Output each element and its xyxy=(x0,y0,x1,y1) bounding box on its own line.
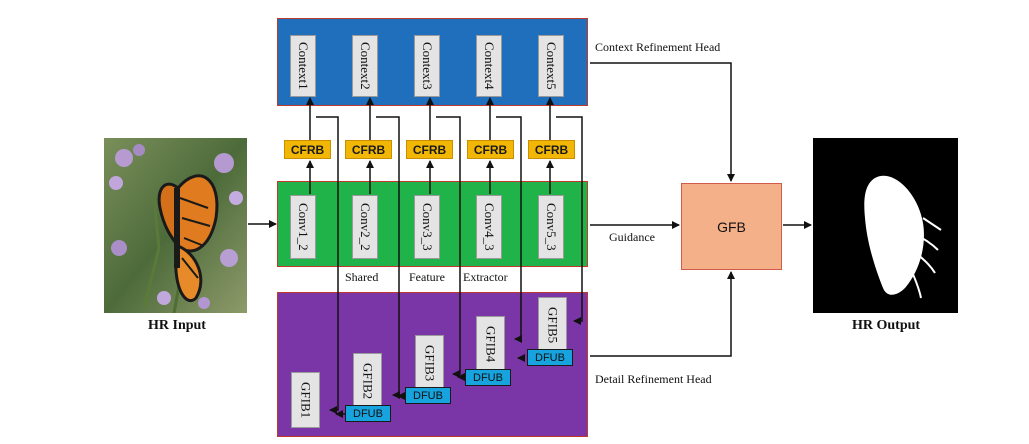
dfub-block-1: DFUB xyxy=(345,405,391,422)
gfib1-label: GFIB1 xyxy=(298,381,314,419)
gfib4-label: GFIB4 xyxy=(483,325,499,363)
hr-input-image xyxy=(104,138,247,314)
conv1-2-label: Conv1_2 xyxy=(296,203,311,251)
context4-block: Context4 xyxy=(476,35,502,97)
context5-label: Context5 xyxy=(544,42,559,90)
context3-block: Context3 xyxy=(414,35,440,97)
gfib4-block: GFIB4 xyxy=(476,316,505,372)
conv5-3-label: Conv5_3 xyxy=(544,203,559,251)
context4-label: Context4 xyxy=(482,42,497,90)
conv2-2-label: Conv2_2 xyxy=(358,203,373,251)
conv3-3-block: Conv3_3 xyxy=(414,195,440,259)
cfrb-block-2: CFRB xyxy=(345,140,392,159)
shared-word: Shared xyxy=(345,270,379,284)
dfub-block-2: DFUB xyxy=(405,387,451,404)
gfib2-label: GFIB2 xyxy=(360,362,376,400)
gfb-block: GFB xyxy=(681,183,782,270)
gfib5-label: GFIB5 xyxy=(545,306,561,344)
conv2-2-block: Conv2_2 xyxy=(352,195,378,259)
context-refinement-head-label: Context Refinement Head xyxy=(595,40,721,54)
conv4-3-label: Conv4_3 xyxy=(482,203,497,251)
detail-refinement-head-label: Detail Refinement Head xyxy=(595,372,712,386)
context2-block: Context2 xyxy=(352,35,378,97)
gfib5-block: GFIB5 xyxy=(538,297,567,353)
conv1-2-block: Conv1_2 xyxy=(290,195,316,259)
hr-input-label: HR Input xyxy=(148,318,206,333)
cfrb-block-3: CFRB xyxy=(406,140,453,159)
context5-block: Context5 xyxy=(538,35,564,97)
dfub-block-3: DFUB xyxy=(465,369,511,386)
cfrb-block-5: CFRB xyxy=(528,140,575,159)
cfrb-block-1: CFRB xyxy=(284,140,331,159)
gfib2-block: GFIB2 xyxy=(353,353,382,409)
gfib1-block: GFIB1 xyxy=(291,372,320,428)
hr-output-label: HR Output xyxy=(852,318,921,333)
gfib3-block: GFIB3 xyxy=(415,335,444,391)
conv3-3-label: Conv3_3 xyxy=(420,203,435,251)
conv5-3-block: Conv5_3 xyxy=(538,195,564,259)
cfrb-block-4: CFRB xyxy=(467,140,514,159)
guidance-label: Guidance xyxy=(609,230,655,244)
context3-label: Context3 xyxy=(420,42,435,90)
dfub-block-4: DFUB xyxy=(527,349,573,366)
context1-block: Context1 xyxy=(290,35,316,97)
conv4-3-block: Conv4_3 xyxy=(476,195,502,259)
context2-label: Context2 xyxy=(358,42,373,90)
hr-output-image xyxy=(813,138,958,313)
extractor-word: Extractor xyxy=(463,270,508,284)
context1-label: Context1 xyxy=(296,42,311,90)
feature-word: Feature xyxy=(409,270,445,284)
gfib3-label: GFIB3 xyxy=(422,344,438,382)
